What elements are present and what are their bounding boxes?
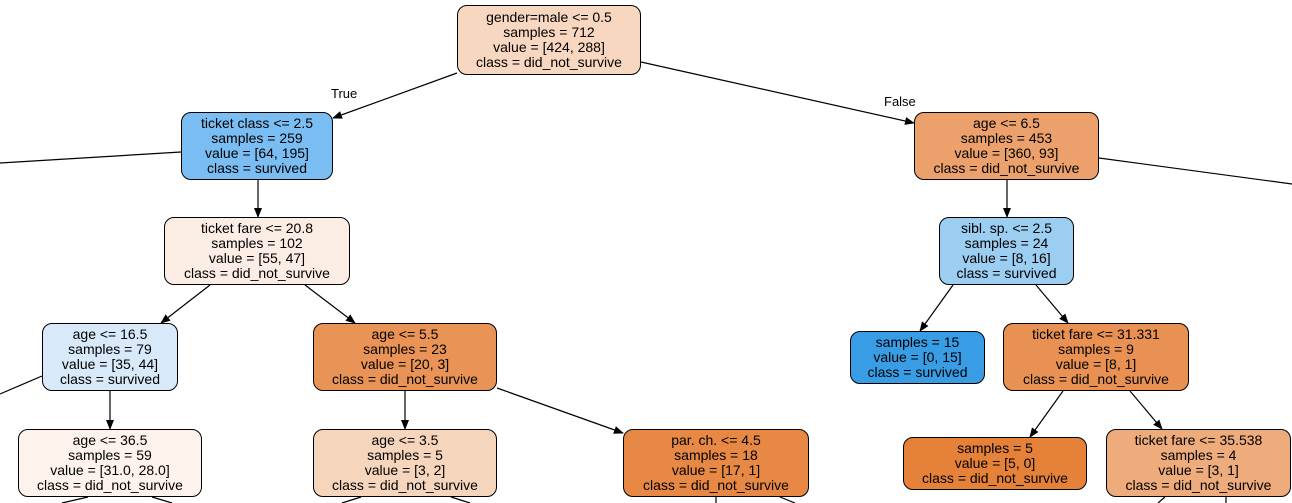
- node-line: class = did_not_survive: [933, 160, 1080, 177]
- node-line: samples = 9: [1058, 340, 1134, 357]
- node-line: par. ch. <= 4.5: [671, 431, 761, 448]
- edge-label-true: True: [331, 86, 358, 101]
- node-line: value = [35, 44]: [61, 356, 159, 372]
- node-line: ticket fare <= 35.538: [1134, 431, 1263, 448]
- node-line: ticket class <= 2.5: [200, 114, 314, 131]
- node-line: class = did_not_survive: [332, 371, 478, 388]
- edge-label-false: False: [884, 94, 916, 109]
- node-line: samples = 15: [875, 333, 960, 350]
- tree-edge: [0, 375, 43, 395]
- node-line: samples = 453: [960, 129, 1053, 146]
- node-line: value = [8, 1]: [1055, 356, 1137, 372]
- node-line: class = did_not_survive: [643, 477, 789, 494]
- node-line: value = [424, 288]: [493, 39, 605, 55]
- node-line: value = [5, 0]: [954, 454, 1036, 471]
- tree-edge: [1129, 390, 1163, 430]
- node-line: value = [17, 1]: [671, 462, 761, 478]
- tree-edge: [919, 284, 954, 332]
- tree-edge: [496, 387, 624, 434]
- tree-edge: [640, 61, 915, 125]
- node-line: class = survived: [207, 160, 307, 177]
- node-line: value = [20, 3]: [360, 356, 450, 372]
- tree-edge: [1029, 390, 1064, 438]
- tree-edge: [779, 496, 796, 503]
- node-line: class = did_not_survive: [922, 470, 1068, 487]
- node-line: value = [360, 93]: [954, 145, 1059, 161]
- node-line: class = did_not_survive: [332, 477, 478, 494]
- node-line: value = [31.0, 28.0]: [50, 462, 170, 478]
- node-line: samples = 102: [211, 234, 303, 251]
- node-line: age <= 6.5: [973, 114, 1040, 131]
- node-line: class = survived: [867, 364, 968, 381]
- node-line: class = did_not_survive: [1125, 477, 1272, 494]
- node-line: samples = 59: [68, 446, 152, 463]
- node-line: value = [3, 2]: [364, 462, 446, 478]
- tree-edge: [151, 496, 173, 503]
- node-line: value = [55, 47]: [208, 250, 306, 266]
- node-line: age <= 16.5: [72, 325, 148, 342]
- tree-edge: [160, 284, 211, 324]
- node-line: value = [64, 195]: [205, 145, 309, 161]
- node-line: samples = 5: [367, 446, 443, 463]
- node-line: ticket fare <= 20.8: [200, 219, 314, 236]
- node-line: samples = 712: [503, 23, 595, 40]
- node-line: sibl. sp. <= 2.5: [960, 219, 1053, 236]
- tree-edge: [341, 496, 362, 503]
- tree-edge: [450, 496, 471, 503]
- tree-edge: [304, 284, 356, 324]
- node-line: gender=male <= 0.5: [486, 8, 612, 25]
- tree-edge: [1098, 157, 1292, 185]
- node-line: samples = 24: [964, 234, 1049, 251]
- node-line: age <= 3.5: [371, 431, 439, 448]
- tree-edge: [0, 151, 182, 164]
- node-line: class = did_not_survive: [184, 265, 330, 282]
- node-line: class = did_not_survive: [476, 54, 622, 71]
- node-line: class = did_not_survive: [37, 477, 183, 494]
- node-line: samples = 18: [674, 446, 758, 463]
- node-line: samples = 23: [363, 340, 447, 357]
- node-line: samples = 79: [68, 340, 152, 357]
- node-line: value = [8, 16]: [962, 250, 1051, 266]
- node-line: value = [3, 1]: [1158, 462, 1239, 478]
- node-line: class = survived: [956, 265, 1057, 282]
- node-line: class = survived: [60, 371, 160, 388]
- node-line: samples = 4: [1160, 446, 1237, 463]
- node-line: ticket fare <= 31.331: [1032, 325, 1160, 342]
- tree-edge: [1157, 496, 1166, 503]
- node-line: samples = 259: [211, 129, 303, 146]
- node-line: samples = 5: [957, 439, 1033, 456]
- tree-edge: [332, 72, 458, 119]
- tree-edge: [1035, 284, 1069, 324]
- node-line: class = did_not_survive: [1023, 371, 1169, 388]
- node-line: age <= 5.5: [371, 325, 439, 342]
- node-line: value = [0, 15]: [873, 348, 962, 365]
- node-line: age <= 36.5: [72, 431, 148, 448]
- tree-edge: [61, 496, 89, 503]
